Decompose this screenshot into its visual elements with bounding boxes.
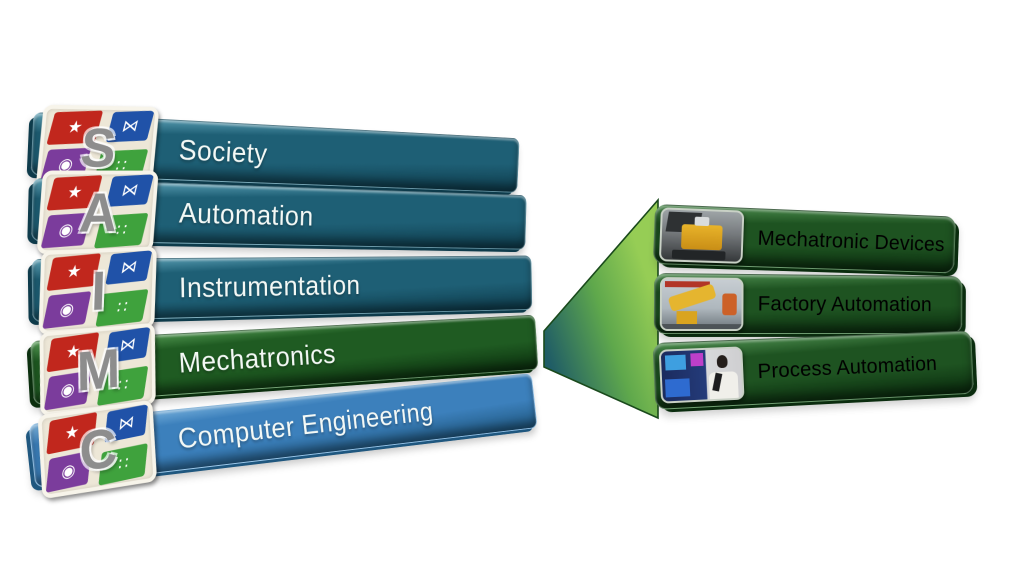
photo-shape bbox=[667, 283, 716, 312]
photo-shape bbox=[661, 323, 742, 329]
photo-shape bbox=[664, 354, 687, 370]
wedge-shape bbox=[543, 197, 659, 420]
walle-robot-photo bbox=[658, 207, 745, 264]
category-label: Society bbox=[178, 133, 269, 170]
subcategory-bar-factory-automation[interactable]: Factory Automation bbox=[653, 273, 963, 334]
subcategory-bar-mechatronic-devices[interactable]: Mechatronic Devices bbox=[652, 204, 957, 274]
photo-shape bbox=[665, 377, 691, 397]
photo-shape bbox=[672, 249, 726, 261]
subcategory-label: Factory Automation bbox=[757, 291, 932, 316]
logo-blue-tile: ⋈ bbox=[105, 249, 153, 285]
subcategory-label: Process Automation bbox=[757, 351, 938, 384]
photo-shape bbox=[689, 352, 704, 366]
badge-letter: I bbox=[90, 258, 107, 321]
badge-letter: S bbox=[78, 115, 119, 178]
photo-shape bbox=[680, 224, 723, 251]
photo-shape bbox=[722, 292, 737, 315]
category-label: Mechatronics bbox=[177, 338, 337, 380]
badge-letter: M bbox=[76, 335, 121, 403]
factory-robot-photo bbox=[659, 276, 744, 331]
photo-shape bbox=[716, 354, 728, 368]
saimc-logo-icon: ★ ⋈ ◉ ∷ I bbox=[38, 245, 157, 335]
photo-shape bbox=[694, 216, 709, 227]
category-label: Instrumentation bbox=[178, 269, 361, 304]
photo-shape bbox=[676, 310, 698, 325]
subcategory-label: Mechatronic Devices bbox=[757, 225, 946, 256]
logo-purple-tile: ◉ bbox=[42, 290, 92, 329]
saimc-logo-icon: ★ ⋈ ◉ ∷ A bbox=[36, 169, 159, 254]
category-label: Automation bbox=[178, 197, 314, 232]
control-room-photo bbox=[658, 345, 745, 404]
badge-letter: C bbox=[77, 415, 119, 483]
badge-letter: A bbox=[77, 180, 120, 243]
